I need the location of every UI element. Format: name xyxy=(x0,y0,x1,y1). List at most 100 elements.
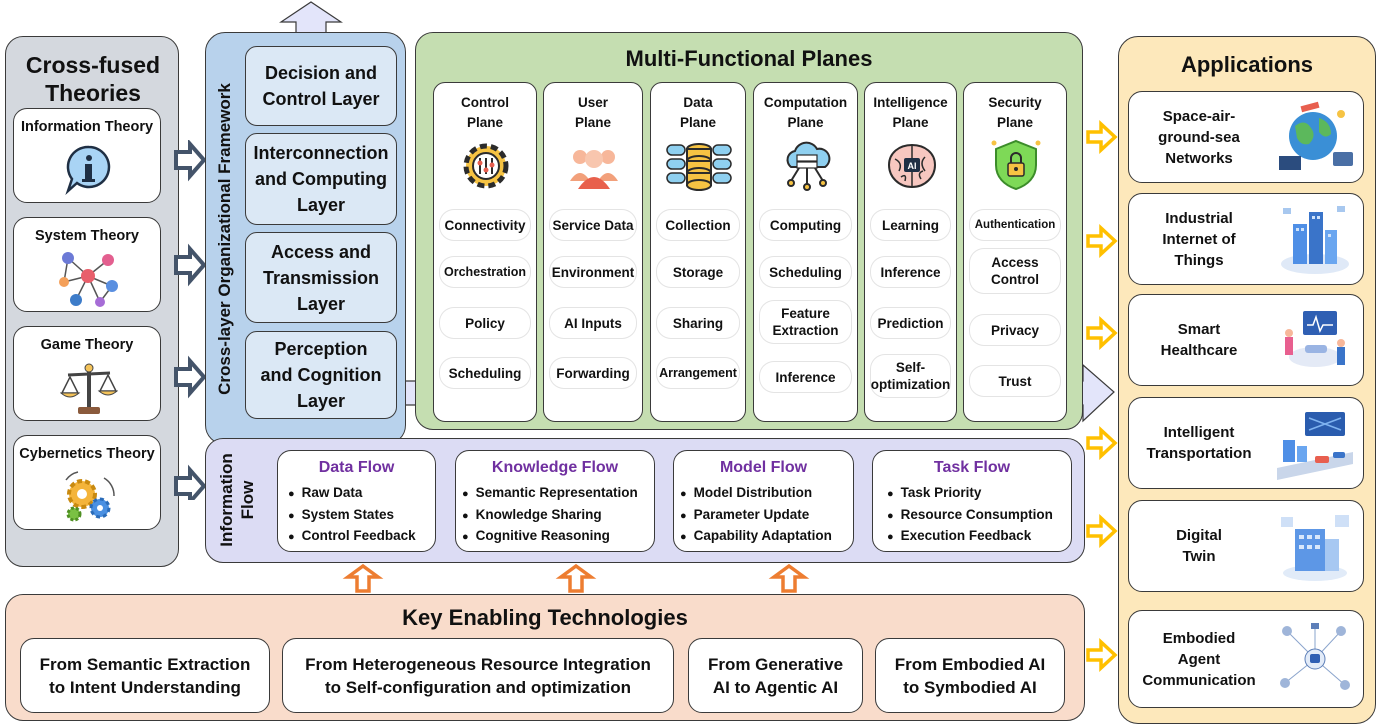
app-label: Digital Twin xyxy=(1176,527,1222,565)
app-label: Intelligent Transportation xyxy=(1146,424,1252,462)
flow-item: Resource Consumption xyxy=(887,505,1053,527)
flow-title: Data Flow xyxy=(318,459,395,476)
layer-decision-control: Decision and Control Layer xyxy=(245,46,397,126)
control-gear-icon xyxy=(463,143,509,189)
app-label: Embodied Agent Communication xyxy=(1142,629,1256,689)
plane-function: AI Inputs xyxy=(550,308,636,338)
plane-function: Arrangement xyxy=(657,358,739,388)
flow-item: Semantic Representation xyxy=(462,483,638,505)
plane-function: Connectivity xyxy=(440,210,530,240)
yellow-arrows xyxy=(1086,119,1118,673)
app-digital-twin: Digital Twin xyxy=(1128,500,1364,592)
plane-function: Inference xyxy=(760,362,851,392)
crosslayer-title: Cross-layer Organizational Framework xyxy=(215,82,234,395)
flow-model: Model Flow Model Distribution Parameter … xyxy=(673,450,854,552)
flow-item: Raw Data xyxy=(288,483,416,505)
theory-arrow xyxy=(174,243,207,287)
plane-function: Inference xyxy=(871,257,950,287)
orange-up-arrow xyxy=(768,563,810,593)
users-icon xyxy=(570,150,618,189)
yellow-arrow xyxy=(1086,119,1118,155)
theory-arrows xyxy=(174,140,207,500)
theory-arrow xyxy=(174,355,207,399)
theory-card-game: Game Theory xyxy=(13,326,161,421)
plane-function: Environment xyxy=(550,257,636,287)
security-shield-icon xyxy=(991,139,1041,191)
theory-label: Information Theory xyxy=(20,119,154,135)
globe-network-icon xyxy=(1279,101,1353,170)
tech-resource-selfconfig: From Heterogeneous Resource Integration … xyxy=(282,638,674,713)
theory-label: Game Theory xyxy=(40,337,134,353)
plane-function: Storage xyxy=(657,257,739,287)
flow-item: System States xyxy=(288,505,416,527)
plane-control: Control Plane Connectivity Orchestration… xyxy=(433,82,537,422)
plane-function: Feature Extraction xyxy=(760,301,851,343)
app-label: Smart Healthcare xyxy=(1160,321,1238,359)
plane-name: Security Plane xyxy=(988,95,1042,130)
applications-title: Applications xyxy=(1180,52,1313,77)
theory-card-information: Information Theory xyxy=(13,108,161,203)
ai-brain-icon: AI xyxy=(887,143,937,189)
plane-function: Trust xyxy=(970,366,1060,396)
plane-computation: Computation Plane Computing Scheduling F… xyxy=(753,82,858,422)
yellow-arrow xyxy=(1086,315,1118,351)
plane-function: Computing xyxy=(760,210,851,240)
plane-function: Collection xyxy=(657,210,739,240)
plane-function: Privacy xyxy=(970,315,1060,345)
plane-user: User Plane Service Data Environment AI I… xyxy=(543,82,643,422)
plane-function: Prediction xyxy=(871,308,950,338)
flow-task: Task Flow Task Priority Resource Consump… xyxy=(872,450,1072,552)
plane-name: Data Plane xyxy=(679,95,717,130)
theory-arrow xyxy=(174,140,207,182)
theories-title: Cross-fused Theories xyxy=(25,52,161,106)
app-label: Space-air- ground-sea Networks xyxy=(1158,107,1240,167)
layer-interconnection-computing: Interconnection and Computing Layer xyxy=(245,133,397,225)
plane-function: Sharing xyxy=(657,308,739,338)
plane-function: Scheduling xyxy=(440,358,530,388)
plane-name: Intelligence Plane xyxy=(873,95,948,130)
plane-security: Security Plane Authentication Access Con… xyxy=(963,82,1067,422)
flow-item: Model Distribution xyxy=(680,483,832,505)
theory-label: System Theory xyxy=(35,228,139,244)
smart-city-icon xyxy=(1281,206,1349,274)
theory-card-system: System Theory xyxy=(13,217,161,312)
plane-function: Learning xyxy=(871,210,950,240)
digital-twin-icon xyxy=(1281,515,1349,581)
tech-embodied-symbodied: From Embodied AI to Symbodied AI xyxy=(875,638,1065,713)
plane-name: User Plane xyxy=(574,95,612,130)
planes-title: Multi-Functional Planes xyxy=(625,46,873,71)
yellow-arrow xyxy=(1086,637,1118,673)
plane-name: Control Plane xyxy=(461,95,509,130)
flow-knowledge: Knowledge Flow Semantic Representation K… xyxy=(455,450,655,552)
flow-item: Capability Adaptation xyxy=(680,526,832,548)
network-graph-icon xyxy=(59,252,118,307)
plane-function: Scheduling xyxy=(760,257,851,287)
yellow-arrow xyxy=(1086,223,1118,259)
keytech-title: Key Enabling Technologies xyxy=(402,605,688,630)
flow-item: Execution Feedback xyxy=(887,526,1053,548)
flow-title: Task Flow xyxy=(933,459,1011,476)
plane-name: Computation Plane xyxy=(763,95,848,130)
orange-up-arrows xyxy=(342,563,810,593)
app-intelligent-transportation: Intelligent Transportation xyxy=(1128,397,1364,489)
flow-item: Cognitive Reasoning xyxy=(462,526,638,548)
theory-label: Cybernetics Theory xyxy=(19,446,155,462)
layer-access-transmission: Access and Transmission Layer xyxy=(245,232,397,323)
layer-perception-cognition: Perception and Cognition Layer xyxy=(245,331,397,419)
plane-function: Forwarding xyxy=(550,358,636,388)
robot-agents-icon xyxy=(1280,623,1350,690)
plane-data: Data Plane Collection Storage Sharing Ar… xyxy=(650,82,746,422)
flow-title: Model Flow xyxy=(719,459,808,476)
theory-card-cybernetics: Cybernetics Theory xyxy=(13,435,161,530)
plane-function: Service Data xyxy=(550,210,636,240)
database-icon xyxy=(666,143,732,191)
app-space-air-ground-sea: Space-air- ground-sea Networks xyxy=(1128,91,1364,183)
yellow-arrow xyxy=(1086,425,1118,461)
tech-semantic-intent: From Semantic Extraction to Intent Under… xyxy=(20,638,270,713)
flow-item: Task Priority xyxy=(887,483,1053,505)
flow-item: Knowledge Sharing xyxy=(462,505,638,527)
plane-function: Authentication xyxy=(970,210,1060,240)
yellow-arrow xyxy=(1086,513,1118,549)
svg-text:AI: AI xyxy=(908,161,917,171)
tech-generative-agentic: From Generative AI to Agentic AI xyxy=(688,638,863,713)
